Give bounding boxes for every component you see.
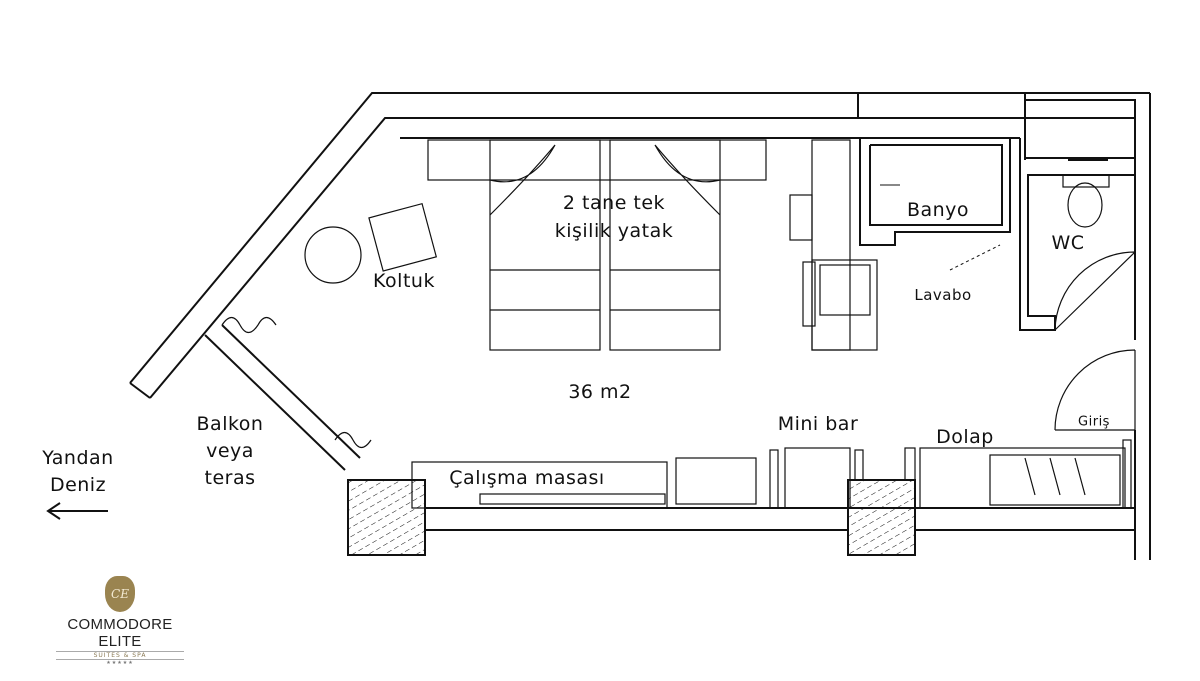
beds-label-line1: 2 tane tek: [562, 192, 666, 214]
balcony-label-line1: Balkon: [196, 413, 264, 435]
sea-label-line1: Yandan: [42, 447, 114, 469]
brand-logo: CE COMMODORE ELITE SUITES & SPA ★★★★★: [50, 576, 190, 666]
crest-icon: CE: [105, 576, 135, 612]
wc-door: [1054, 251, 1136, 331]
minibar-label: Mini bar: [777, 413, 859, 435]
walls: [129, 92, 1151, 560]
toilet: [1062, 174, 1110, 228]
entrance-door: [1054, 349, 1136, 431]
balcony-label-line3: teras: [204, 467, 256, 489]
balcony-label-line2: veya: [206, 440, 254, 462]
armchair-label: Koltuk: [373, 270, 435, 292]
column: [847, 479, 916, 556]
area-label: 36 m2: [568, 381, 632, 403]
column: [347, 479, 426, 556]
sink-label: Lavabo: [914, 286, 972, 304]
desk: [411, 457, 757, 509]
desk-label: Çalışma masası: [449, 467, 605, 489]
wardrobe: [919, 439, 1132, 509]
wardrobe-label: Dolap: [936, 426, 994, 448]
wc-label: WC: [1051, 232, 1085, 254]
brand-name: COMMODORE ELITE: [67, 616, 173, 650]
sink-counter: [789, 139, 1001, 351]
entrance-label: Giriş: [1078, 414, 1110, 430]
sea-label-line2: Deniz: [49, 474, 107, 496]
bathroom-label: Banyo: [906, 199, 970, 221]
balcony-door: [204, 316, 372, 471]
minibar: [769, 447, 916, 509]
brand-stars: ★★★★★: [106, 660, 134, 666]
armchair: [304, 202, 438, 284]
beds: [427, 139, 767, 351]
beds-label-line2: kişilik yatak: [554, 220, 674, 242]
brand-tagline: SUITES & SPA: [56, 651, 184, 660]
arrow-left-icon: [46, 502, 108, 520]
